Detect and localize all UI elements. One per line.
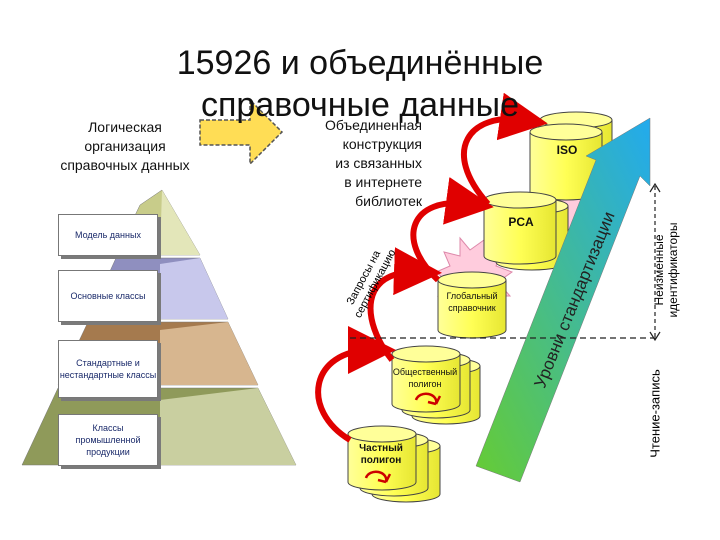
federated-construction-label: Объединенная конструкция из связанных в … xyxy=(292,116,422,211)
private-polygon-label: Частный полигон xyxy=(359,443,403,466)
iso-label: ISO xyxy=(556,143,578,157)
tier-label-standard-classes: Стандартные и нестандартные классы xyxy=(58,340,158,398)
construct-line-3: из связанных xyxy=(335,155,422,171)
construct-line-5: библиотек xyxy=(355,193,422,209)
red-arrow-4 xyxy=(460,92,548,206)
red-arrow-2 xyxy=(367,247,442,362)
pyramid-tier-2-side xyxy=(160,258,228,319)
construct-line-2: конструкция xyxy=(342,136,422,152)
tier-label-data-model: Модель данных xyxy=(58,214,158,256)
pyramid-tier-1-side xyxy=(160,190,200,255)
red-arrow-1 xyxy=(315,326,396,443)
title-line-2: справочные данные xyxy=(200,86,519,124)
recycle-icon xyxy=(364,392,442,484)
global-reference-label: Глобальный справочник xyxy=(446,291,498,313)
page-title: 15926 и объединённые справочные данные xyxy=(0,42,720,126)
pyramid-tier-3-side xyxy=(160,322,258,385)
title-line-1: 15926 и объединённые xyxy=(176,44,544,82)
tier-4-text: Классы промышленной продукции xyxy=(75,423,141,457)
tier-1-text: Модель данных xyxy=(75,230,141,240)
tier-3-text: Стандартные и нестандартные классы xyxy=(59,358,157,380)
construct-line-1: Объединенная xyxy=(324,117,422,133)
organization-arrow xyxy=(199,98,284,166)
construct-line-4: в интернете xyxy=(344,174,422,190)
tier-2-text: Основные классы xyxy=(70,291,146,301)
standardization-arrow xyxy=(475,117,651,483)
red-arrow-3 xyxy=(410,177,494,283)
cylinder-global xyxy=(437,271,507,339)
read-write-text: Чтение-запись xyxy=(647,369,663,458)
logical-line-3: справочных данных xyxy=(60,157,190,173)
logical-line-2: организация xyxy=(84,138,166,154)
pca-label: PCA xyxy=(508,215,534,229)
tier-label-core-classes: Основные классы xyxy=(58,270,158,322)
pyramid-tier-4-side xyxy=(160,388,296,465)
tier-label-product-classes: Классы промышленной продукции xyxy=(58,414,158,466)
cylinder-pca xyxy=(483,191,569,271)
certification-arrows xyxy=(315,92,548,443)
logical-organization-label: Логическая организация справочных данных xyxy=(40,118,210,175)
public-polygon-label: Общественный полигон xyxy=(392,367,458,389)
cylinder-public xyxy=(391,345,481,425)
immutable-identifiers-text: Неизменные идентификаторы xyxy=(652,222,680,318)
cylinder-private xyxy=(347,425,441,503)
logical-line-1: Логическая xyxy=(88,119,162,135)
